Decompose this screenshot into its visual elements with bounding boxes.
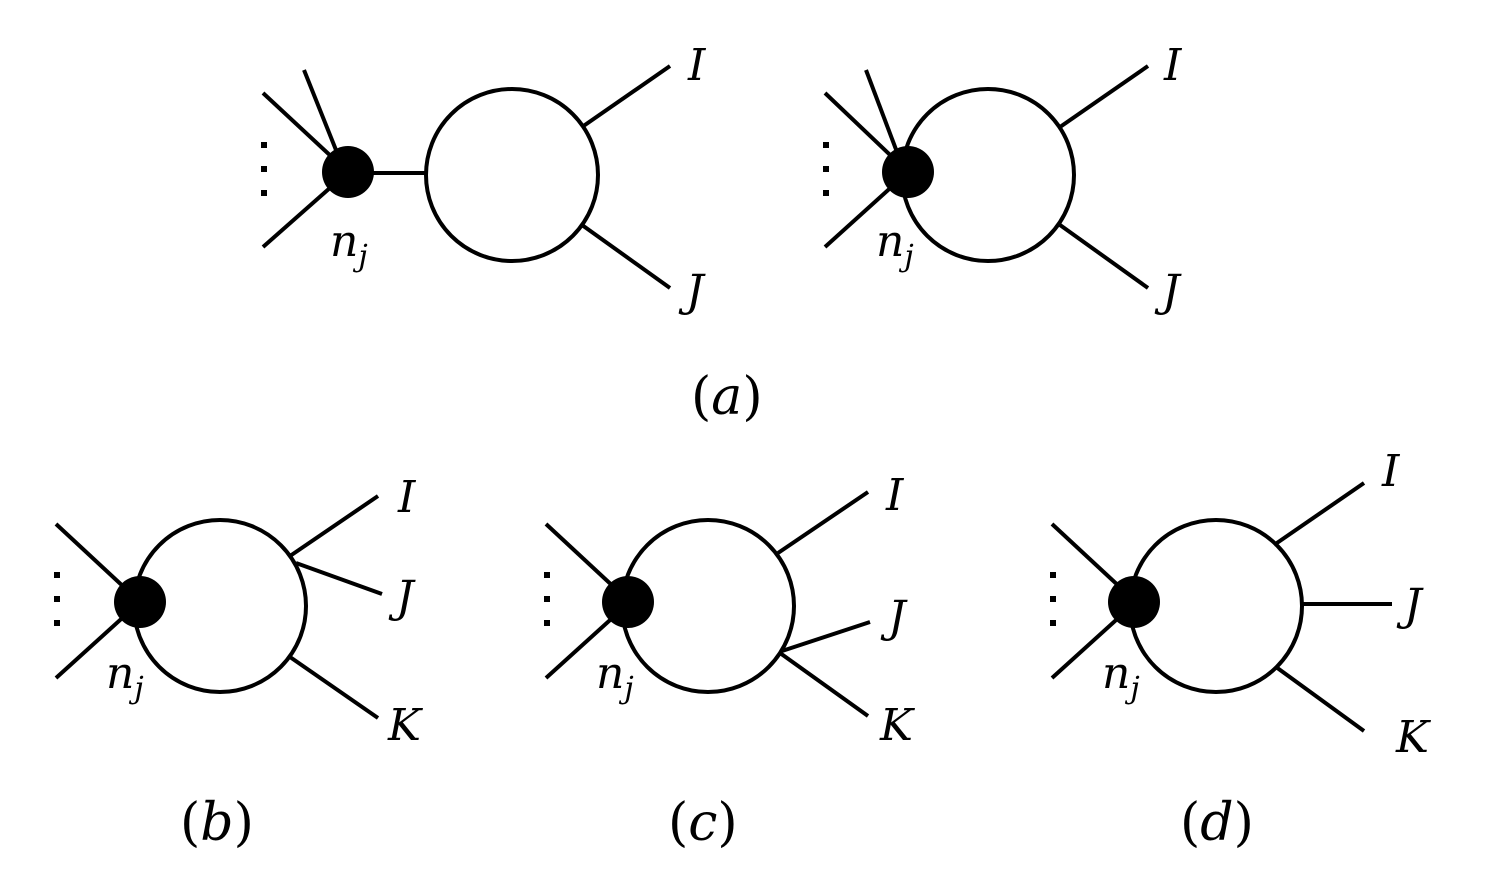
- leg-j-line: [580, 223, 672, 290]
- leg-j-line: [1058, 223, 1150, 290]
- leg-label-j: J: [1154, 266, 1182, 317]
- caption-c: (c): [668, 793, 738, 853]
- leg-k-line: [1274, 665, 1366, 733]
- vertex-label: nj: [596, 648, 634, 706]
- ellipsis-dots: [823, 142, 829, 196]
- caption-a: (a): [691, 367, 763, 427]
- leg-j-line: [295, 561, 383, 596]
- ellipsis-dots: [1050, 572, 1056, 626]
- leg-i-line: [1058, 64, 1150, 129]
- diagram-a-right: I J nj: [823, 40, 1183, 317]
- leg-k-line: [778, 651, 870, 718]
- leg-i-line: [776, 490, 870, 555]
- leg-i-line: [288, 494, 380, 558]
- leg-label-j: J: [678, 266, 706, 317]
- leg-label-j: J: [388, 572, 416, 623]
- leg-label-k: K: [1395, 712, 1431, 763]
- leg-label-j: J: [880, 592, 908, 643]
- vertex-blob: [882, 146, 934, 198]
- ellipsis-dots: [261, 142, 267, 196]
- loop-circle: [424, 87, 600, 263]
- diagram-d: I J K nj: [1050, 446, 1431, 763]
- leg-label-j: J: [1396, 580, 1424, 631]
- caption-b: (b): [180, 793, 254, 853]
- vertex-blob: [1108, 576, 1160, 628]
- diagram-c: I J K nj: [544, 470, 915, 751]
- vertex-label: nj: [876, 216, 914, 274]
- ellipsis-dots: [544, 572, 550, 626]
- leg-label-i: I: [1163, 40, 1183, 91]
- caption-d: (d): [1180, 793, 1254, 853]
- external-line: [302, 69, 342, 161]
- leg-label-i: I: [1381, 446, 1401, 497]
- leg-k-line: [288, 655, 380, 720]
- ellipsis-dots: [54, 572, 60, 626]
- vertex-blob: [114, 576, 166, 628]
- leg-i-line: [580, 64, 672, 129]
- leg-i-line: [1272, 481, 1366, 547]
- vertex-blob: [322, 146, 374, 198]
- vertex-label: nj: [106, 648, 144, 706]
- leg-label-k: K: [879, 700, 915, 751]
- vertex-blob: [602, 576, 654, 628]
- vertex-label: nj: [1102, 648, 1140, 706]
- vertex-label: nj: [330, 216, 368, 274]
- external-line: [864, 69, 902, 161]
- leg-label-i: I: [687, 40, 707, 91]
- diagram-a-left: I J nj: [261, 40, 707, 317]
- diagram-b: I J K nj: [54, 472, 423, 751]
- leg-label-k: K: [387, 700, 423, 751]
- leg-label-i: I: [397, 472, 417, 523]
- leg-j-line: [781, 620, 871, 653]
- leg-label-i: I: [885, 470, 905, 521]
